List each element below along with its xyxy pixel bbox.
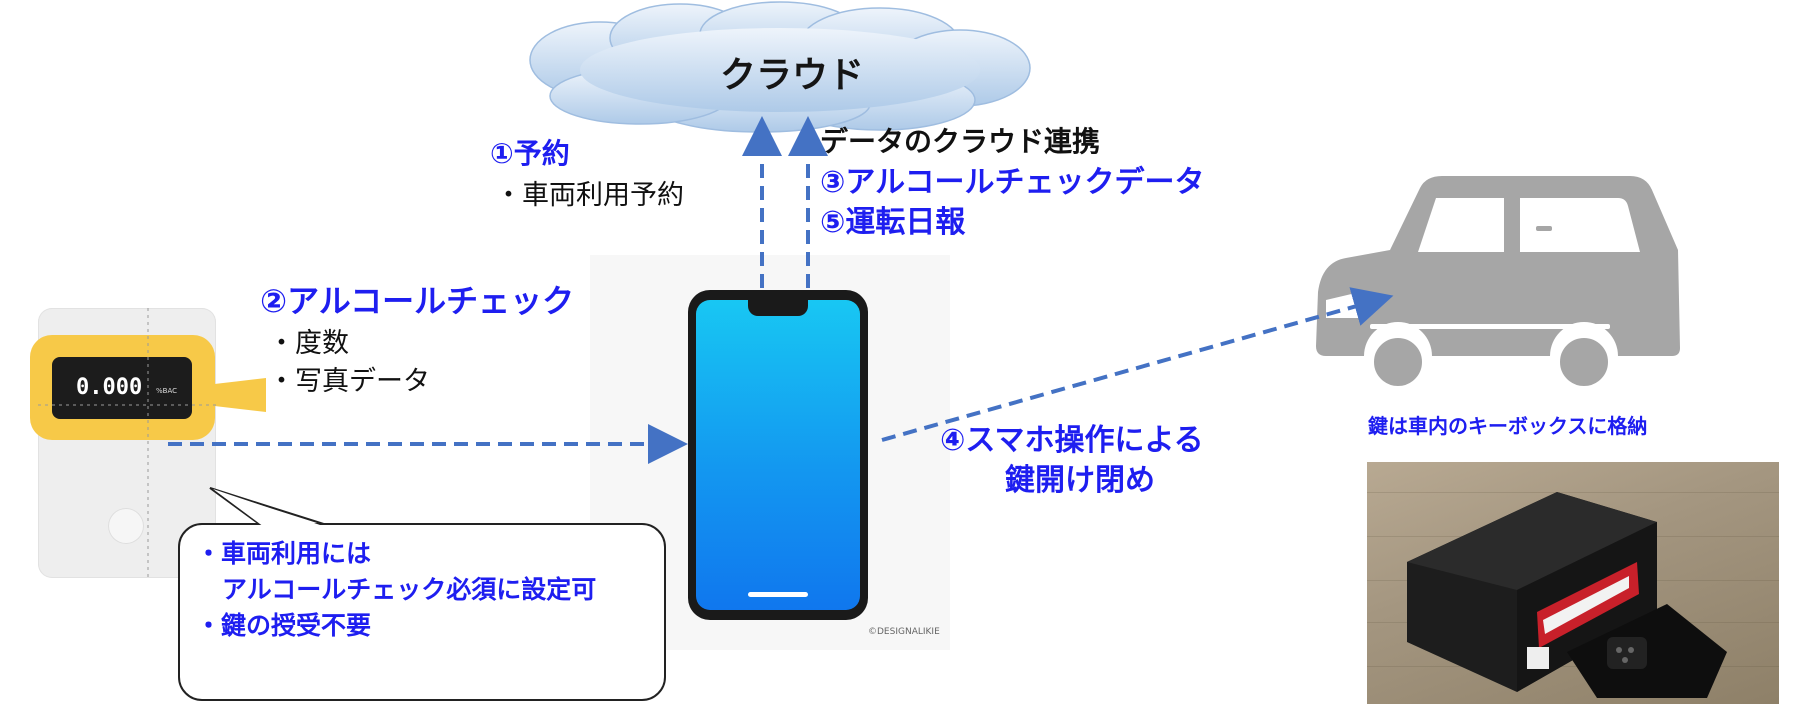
checker-display: 0.000 %BAC bbox=[52, 357, 192, 419]
car-caption: 鍵は車内のキーボックスに格納 bbox=[1368, 414, 1648, 438]
cloud-sync-item-driving-report: ⑤運転日報 bbox=[820, 205, 966, 240]
arrow-phone-to-car bbox=[881, 287, 1394, 442]
smartphone-operation-line-2: 鍵開け閉め bbox=[1005, 463, 1155, 498]
alcohol-check-item-photo: ・写真データ bbox=[268, 366, 430, 397]
phone-screen bbox=[696, 300, 860, 610]
smartphone-icon bbox=[688, 290, 868, 620]
phone-notch bbox=[748, 300, 808, 316]
benefit-line-3: ・鍵の授受不要 bbox=[196, 611, 372, 640]
checker-display-highlight: 0.000 %BAC bbox=[30, 335, 215, 440]
checker-reading: 0.000 bbox=[76, 375, 143, 400]
phone-image-credit: ©DESIGNALIKIE bbox=[868, 627, 940, 637]
checker-unit: %BAC bbox=[156, 387, 178, 395]
reservation-item: ・車両利用予約 bbox=[495, 180, 684, 211]
phone-home-indicator bbox=[748, 592, 808, 597]
smartphone-operation-line-1: ④スマホ操作による bbox=[940, 423, 1204, 458]
cloud-sync-title: データのクラウド連携 bbox=[820, 125, 1101, 158]
checker-button-icon bbox=[108, 508, 144, 544]
alcohol-check-item-level: ・度数 bbox=[268, 328, 349, 359]
key-box-photo bbox=[1367, 462, 1779, 704]
cloud-label: クラウド bbox=[720, 55, 865, 96]
benefit-line-2: アルコールチェック必須に設定可 bbox=[222, 575, 597, 604]
benefits-speech-bubble bbox=[178, 523, 666, 701]
benefit-line-1: ・車両利用には bbox=[196, 539, 372, 568]
reservation-title: ①予約 bbox=[490, 137, 570, 170]
alcohol-check-title: ②アルコールチェック bbox=[260, 282, 575, 320]
cloud-sync-item-alcohol-data: ③アルコールチェックデータ bbox=[820, 165, 1205, 200]
